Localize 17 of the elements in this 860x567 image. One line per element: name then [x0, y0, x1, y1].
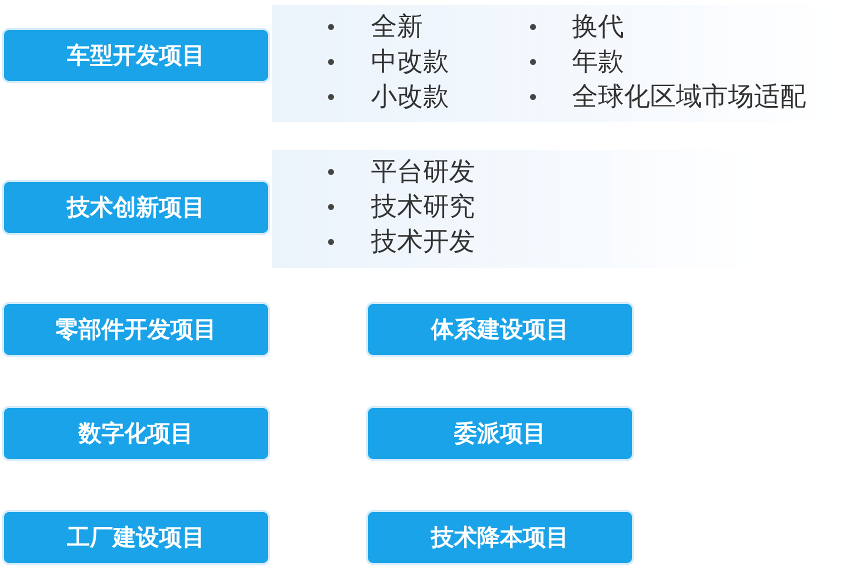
list-item: 小改款 — [371, 82, 449, 112]
list-item: 技术研究 — [371, 192, 475, 222]
project-box: 技术降本项目 — [366, 510, 634, 565]
project-box: 零部件开发项目 — [2, 302, 270, 357]
project-box: 工厂建设项目 — [2, 510, 270, 565]
project-box: 数字化项目 — [2, 406, 270, 461]
list-item: 换代 — [572, 12, 624, 42]
list-item: 中改款 — [371, 47, 449, 77]
list-item: 平台研发 — [371, 157, 475, 187]
project-box: 技术创新项目 — [2, 180, 270, 235]
project-box: 体系建设项目 — [366, 302, 634, 357]
list-item: 年款 — [572, 47, 624, 77]
project-box: 车型开发项目 — [2, 28, 270, 83]
list-item: 全球化区域市场适配 — [572, 82, 806, 112]
list-item: 全新 — [371, 12, 423, 42]
project-box: 委派项目 — [366, 406, 634, 461]
list-item: 技术开发 — [371, 227, 475, 257]
